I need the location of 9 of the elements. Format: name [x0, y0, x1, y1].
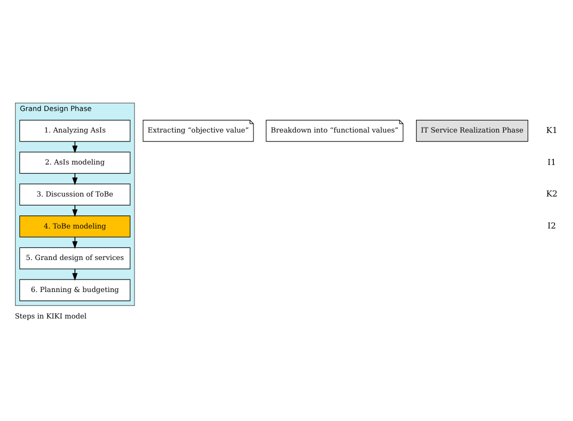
- label: K2: [546, 188, 558, 199]
- arrow: [72, 236, 78, 249]
- label: I1: [548, 156, 556, 167]
- label: K1: [546, 125, 558, 136]
- arrow: [72, 268, 78, 281]
- arrow: [72, 172, 78, 186]
- arrow: [72, 141, 78, 154]
- label: I2: [548, 220, 556, 231]
- arrow: [72, 204, 78, 217]
